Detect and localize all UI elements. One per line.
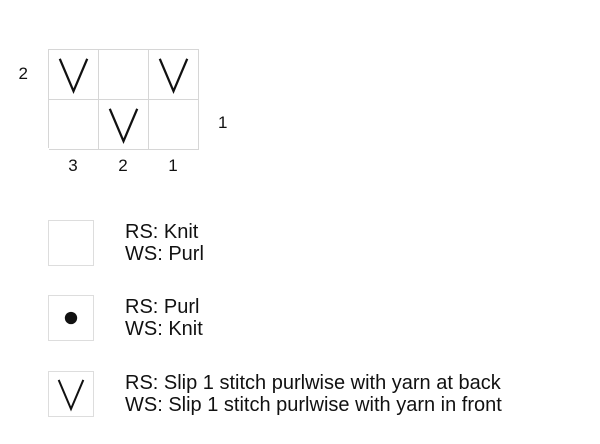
legend-entry-purl-text: RS: Purl WS: Knit [125, 296, 203, 340]
column-number-3: 3 [68, 156, 78, 175]
legend-entry-slip-text: RS: Slip 1 stitch purlwise with yarn at … [125, 372, 502, 416]
chart-cell-r1-c2 [99, 100, 149, 150]
chart-cell-r1-c1 [149, 100, 199, 150]
row-number-1: 1 [218, 113, 228, 132]
legend-ws-line: WS: Knit [125, 317, 203, 340]
legend-rs-line: RS: Slip 1 stitch purlwise with yarn at … [125, 372, 501, 394]
column-number-1: 1 [168, 156, 178, 175]
chart-cell-r2-c2 [99, 50, 149, 100]
chart-cell-r2-c1 [149, 50, 199, 100]
column-number-2: 2 [118, 156, 128, 175]
row-number-2: 2 [18, 64, 28, 83]
knit-blank-square-icon [48, 220, 94, 266]
legend-rs-line: RS: Knit [125, 221, 199, 243]
legend-rs-line: RS: Purl [125, 296, 200, 318]
stitch-chart-grid [48, 49, 199, 150]
chart-cell-r2-c3 [49, 50, 99, 100]
slip-v-icon [48, 371, 94, 417]
legend-ws-line: WS: Slip 1 stitch purlwise with yarn in … [125, 393, 502, 416]
legend-entry-knit-text: RS: Knit WS: Purl [125, 221, 204, 265]
legend-ws-line: WS: Purl [125, 242, 204, 265]
chart-cell-r1-c3 [49, 100, 99, 150]
purl-dot-icon [48, 295, 94, 341]
